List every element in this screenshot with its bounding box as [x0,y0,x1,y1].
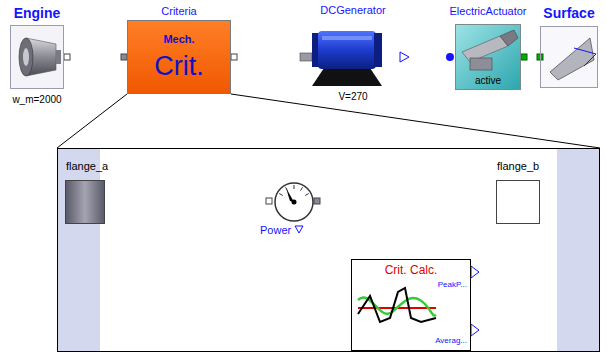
generator-block: DCGeneratorV=270 [308,27,398,87]
gauge-dial [275,183,313,221]
engine-icon [10,25,70,89]
actuator-motor [470,58,492,70]
flange-port [521,54,527,60]
signal-port [471,324,479,336]
power-sensor: Power [274,182,314,222]
electric-port [400,52,409,62]
generator-base [312,68,382,86]
icon-ground [10,25,64,89]
signal-port [295,226,303,233]
generator-shaft [300,53,312,61]
panel-ground [57,148,600,352]
block-title: Engine [14,5,61,21]
gauge-tick [305,194,308,196]
block-title: ElectricActuator [449,5,526,18]
flange-port [64,54,70,60]
flange-port [314,198,320,204]
block-title: Crit. Calc. [385,264,438,278]
gauge-pivot [292,200,297,205]
flange-label: flange_b [497,160,539,173]
gauge-tick [279,194,282,196]
gauge-outline [274,182,314,222]
panel-band [557,149,599,351]
flange-label: flange_a [66,160,108,173]
criteria-chart [350,258,479,350]
zoom-line [57,94,127,148]
engine-block: Enginew_m=2000 [10,25,64,89]
actuator-rod [500,30,518,46]
generator-end [374,33,382,67]
generator-body [318,31,376,69]
generator-icon [300,31,409,86]
icon-ground [455,24,521,90]
sensor-label: Power [260,224,291,237]
icon-text: Crit. [154,51,204,82]
gauge-tick [294,185,295,189]
surface-deflection [574,48,596,66]
flange-a: flange_a [65,180,105,224]
peak-curve [358,288,436,322]
chart-ground [350,258,470,350]
zoom-panel: flange_aPowerflange_bCrit. Calc.PeakP...… [57,148,600,352]
actuator-block: ElectricActuatoractive [455,24,521,90]
icon-text: Mech. [163,33,194,46]
surface-wing [550,38,594,80]
parameter-value: w_m=2000 [12,94,61,106]
parameter-value: V=270 [338,91,367,103]
block-title: DCGenerator [320,4,385,17]
icon-ground [540,26,598,88]
output-label: PeakP... [438,280,467,289]
surface-block: Surface [540,26,598,88]
actuator-icon [446,24,527,90]
criteria-calc-block: Crit. Calc.PeakP... Averag... [351,259,471,351]
engine-hub [23,48,29,66]
output-label: Averag... [435,336,467,345]
signal-port [471,266,479,278]
surface-icon [537,26,598,88]
block-title: Surface [543,5,594,21]
zoom-line [231,94,600,148]
engine-nozzle [56,50,61,64]
flange-port [266,198,272,204]
state-text: active [475,75,501,87]
flange-port [231,54,237,60]
block-title: Criteria [161,5,196,18]
flange-b: flange_b [496,180,540,224]
gauge-tick [301,187,303,190]
engine-fan [19,38,33,76]
signal-curve [358,297,436,315]
generator-highlight [322,36,372,40]
electric-port [446,53,454,61]
criteria-block: CriteriaMech.Crit. [127,20,231,94]
